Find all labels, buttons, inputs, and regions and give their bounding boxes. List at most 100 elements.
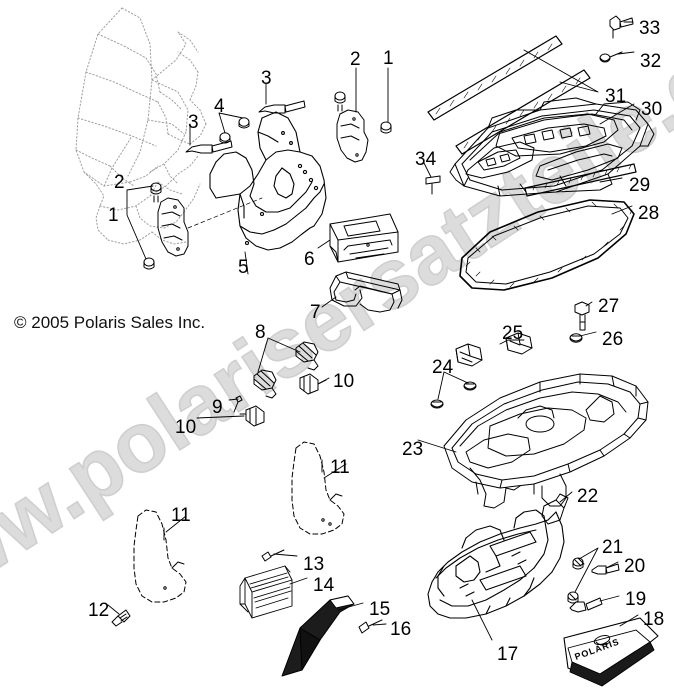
leader-27 [585,301,593,307]
callout-number-26: 26 [602,329,624,350]
leader-11-right [323,463,347,479]
part-13-screw [261,549,285,562]
callout-number-18: 18 [643,609,665,630]
callout-number-31: 31 [605,86,627,107]
leader-11-left [165,515,187,533]
leader-10a [317,377,330,385]
part-34-pin [425,175,441,195]
callout-number-13: 13 [303,554,325,575]
callout-number-2b: 2 [350,49,361,70]
callout-number-2: 2 [114,172,125,193]
leader-4 [218,112,244,134]
leader-25 [499,339,525,345]
part-19-bolt [569,597,603,613]
callout-number-10: 10 [333,371,355,392]
part-10-clip-b [239,405,265,427]
leader-7 [321,296,337,308]
leader-2-left [126,185,154,191]
part-30-deck-panel [449,97,655,197]
part-9-screw [233,395,243,413]
callout-number-24: 24 [432,357,454,378]
callout-number-5: 5 [238,257,249,278]
leader-26 [579,331,597,337]
part-11-panel-right [291,441,345,535]
leader-15 [337,602,364,611]
part-32-clip [599,51,623,63]
callout-number-30: 30 [641,99,663,120]
leader-13 [273,553,298,557]
leader-8 [257,337,301,373]
part-25-bushings [455,332,533,367]
assembly-dash-left [187,197,263,229]
callout-number-34: 34 [415,149,437,170]
part-14-vent-panel [239,565,293,619]
part-33-screw [609,15,634,39]
callout-number-6: 6 [304,249,315,270]
part-18-badge-plate [563,617,659,687]
leader-17 [471,599,493,641]
callout-number-1b: 1 [383,48,394,69]
part-3-bolt-b [258,100,306,114]
callout-number-8: 8 [255,322,266,343]
part-16-screw [358,619,383,634]
part-20-bolt [591,563,620,575]
part-31-rail-a [427,35,563,121]
callout-number-29: 29 [629,175,651,196]
callout-number-11b: 11 [171,505,191,526]
leader-34 [423,162,432,178]
part-23-cargo-box [443,373,649,509]
part-6-control-module [329,213,399,263]
callout-number-19: 19 [625,589,647,610]
callout-number-32: 32 [640,51,662,72]
callout-number-17: 17 [497,644,519,665]
callout-number-1: 1 [108,205,119,226]
leader-29 [599,177,623,183]
leader-24 [437,371,469,400]
callout-number-10b: 10 [175,417,197,438]
leader-28 [611,205,633,215]
callout-number-20: 20 [624,556,646,577]
part-1-fastener-right [334,91,392,134]
callout-number-21: 21 [602,537,624,558]
part-26-washer [569,333,583,343]
part-7-loop-bracket [329,271,403,313]
callout-number-9: 9 [212,397,223,418]
copyright-notice: © 2005 Polaris Sales Inc. [14,313,206,332]
callout-number-4: 4 [214,96,225,117]
leader-20 [605,561,619,569]
callout-number-23: 23 [402,439,424,460]
leader-18 [619,614,639,627]
part-10-clip-a [299,373,327,395]
callout-number-7: 7 [310,302,321,323]
part-15-mat [281,595,355,677]
leader-10b [196,415,245,419]
leader-5 [244,251,249,275]
callout-number-14: 14 [313,575,335,596]
part-28-gasket-seal [459,199,635,291]
callout-number-27: 27 [598,296,620,317]
part-2-bracket-left [157,197,189,257]
leader-6 [317,239,331,249]
leader-30 [599,103,635,125]
part-12-screw [111,609,131,627]
part-8-clips [253,341,319,399]
part-5-front-mount-bracket [209,111,327,251]
callout-number-16: 16 [390,619,412,640]
callout-number-33: 33 [639,18,661,39]
leader-9 [228,398,239,401]
part-1-fastener-left [143,182,162,270]
callout-number-28: 28 [638,203,660,224]
callout-number-25: 25 [502,323,524,344]
leader-31 [523,49,599,93]
leader-16 [372,623,387,626]
callout-number-3b: 3 [261,68,272,89]
leader-19 [599,595,620,602]
leader-21 [574,547,599,593]
callout-number-3: 3 [188,112,199,133]
part-21-fasteners [567,557,585,604]
callout-number-12: 12 [88,600,110,621]
callout-number-11: 11 [330,457,350,478]
part-27-bolt [574,301,590,331]
